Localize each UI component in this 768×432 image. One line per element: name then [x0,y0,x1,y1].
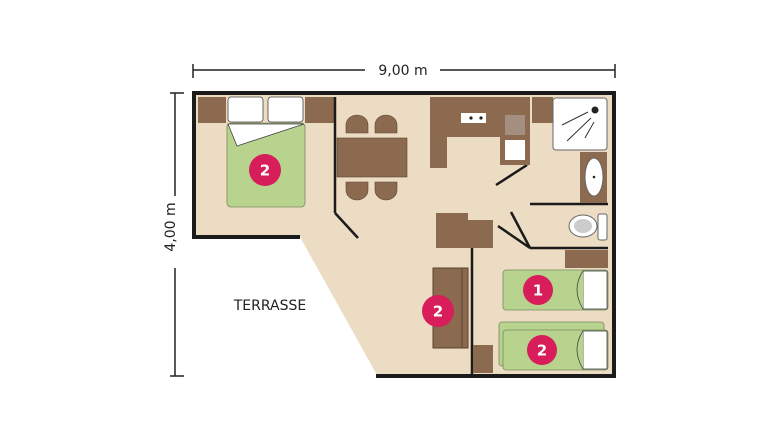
sleeps-badge: 1 [523,275,553,305]
cabinet [473,345,493,373]
svg-text:1: 1 [533,282,543,300]
cabinet [532,97,553,123]
sleeps-badge: 2 [422,295,454,327]
bed-sheet [227,123,305,147]
svg-text:2: 2 [260,162,270,180]
stove-icon [461,113,486,123]
pillow [227,96,264,123]
shower [552,97,608,151]
sleeps-badge: 2 [249,154,281,186]
cabinet [436,213,468,248]
width-label: 9,00 m [378,63,427,79]
svg-text:2: 2 [537,342,547,360]
toilet-icon [568,213,608,241]
height-dimension [170,92,184,377]
terrace-label: TERRASSE [233,298,306,314]
dining-set [336,114,408,201]
svg-text:2: 2 [433,303,443,321]
nightstand [305,97,335,123]
outer-walls [192,91,616,378]
width-dimension [192,64,616,78]
height-label: 4,00 m [163,202,179,251]
cabinet [565,250,608,268]
kitchen-counter [430,97,447,168]
interior-walls [333,97,608,375]
cabinet [468,220,493,248]
nightstand [198,97,226,123]
pillow [267,96,304,123]
sleeps-badge: 2 [527,335,557,365]
